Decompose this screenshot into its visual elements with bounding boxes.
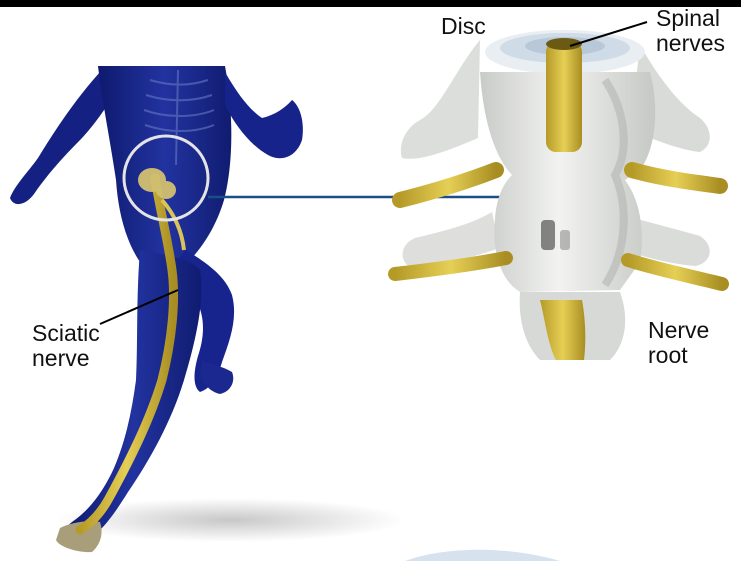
sciatic-nerve-label: Sciatic nerve <box>32 321 100 371</box>
spinal-nerves-label: Spinal nerves <box>656 6 725 56</box>
vertebrae-illustration <box>395 30 722 360</box>
nerve-root-label-line1: Nerve <box>648 318 709 343</box>
spinal-nerves-label-line2: nerves <box>656 31 725 56</box>
disc-label: Disc <box>441 14 486 39</box>
sciatic-nerve-label-line2: nerve <box>32 346 100 371</box>
nerve-root-label: Nerve root <box>648 318 709 368</box>
disc-label-text: Disc <box>441 13 486 39</box>
lower-disc-fragment <box>405 550 560 561</box>
running-figure <box>10 66 405 552</box>
nerve-root-label-line2: root <box>648 343 709 368</box>
spinal-nerves-label-line1: Spinal <box>656 6 725 31</box>
sciatic-nerve-label-line1: Sciatic <box>32 321 100 346</box>
